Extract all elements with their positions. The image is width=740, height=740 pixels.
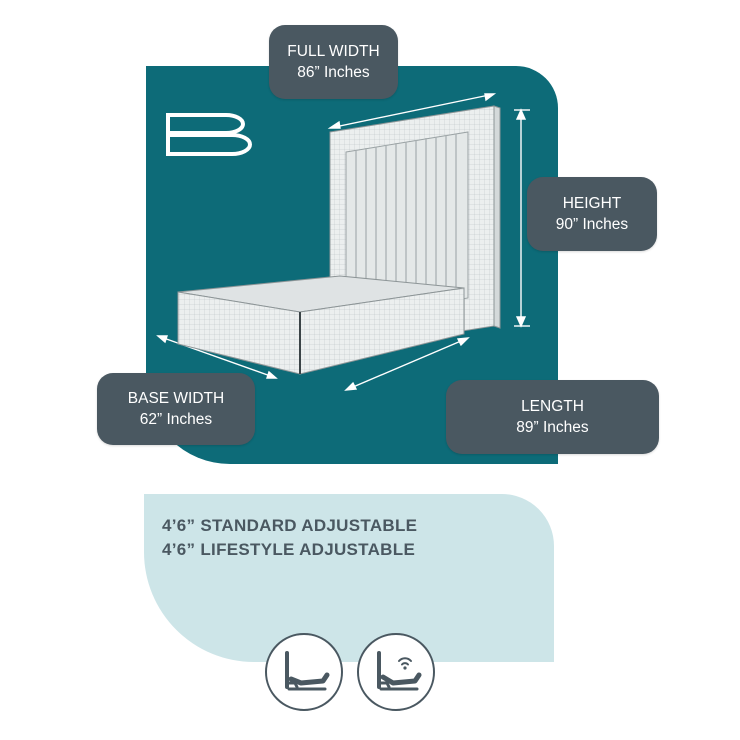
height-value: 90” Inches <box>555 216 629 233</box>
full-width-value: 86” Inches <box>297 64 370 81</box>
adjustable-bed-icon <box>265 633 343 711</box>
length-value: 89” Inches <box>516 419 589 436</box>
model-lifestyle: 4’6” LIFESTYLE ADJUSTABLE <box>162 540 416 559</box>
base-width-value: 62” Inches <box>139 411 213 428</box>
base-width-label: BASE WIDTH 62” Inches <box>97 373 255 445</box>
height-label: HEIGHT 90” Inches <box>527 177 657 251</box>
base-width-title: BASE WIDTH <box>127 390 225 407</box>
models-panel <box>144 494 554 662</box>
bed-illustration <box>156 93 530 391</box>
models-text: 4’6” STANDARD ADJUSTABLE 4’6” LIFESTYLE … <box>162 514 417 562</box>
length-title: LENGTH <box>521 398 584 415</box>
full-width-label: FULL WIDTH 86” Inches <box>269 25 398 99</box>
height-title: HEIGHT <box>562 195 622 212</box>
length-label: LENGTH 89” Inches <box>446 380 659 454</box>
model-standard: 4’6” STANDARD ADJUSTABLE <box>162 516 418 535</box>
b-logo-icon <box>166 113 252 156</box>
full-width-title: FULL WIDTH <box>287 43 380 60</box>
adjustable-bed-wireless-icon <box>357 633 435 711</box>
